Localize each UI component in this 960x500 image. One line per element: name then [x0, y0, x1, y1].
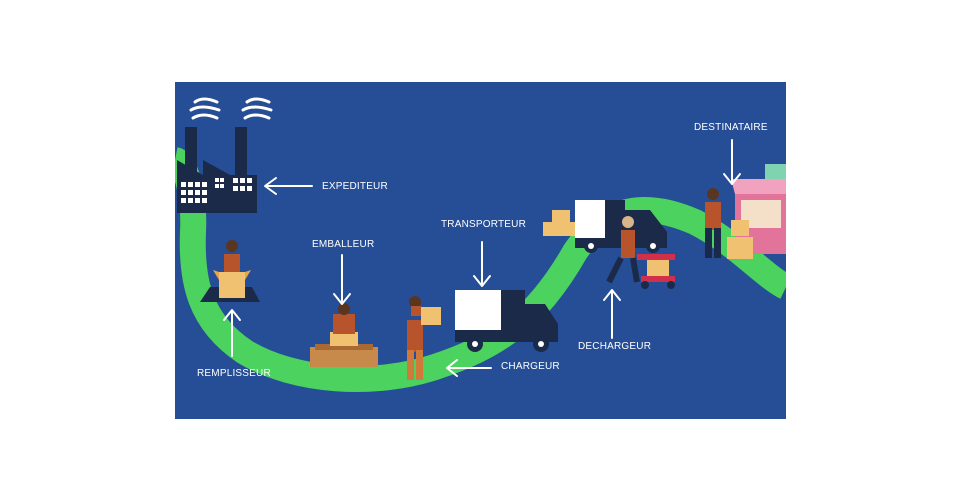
supply-chain-diagram: EXPEDITEUR EMBALLEUR TRANSPORTEUR DESTIN…	[175, 82, 786, 419]
label-transporteur: TRANSPORTEUR	[441, 219, 527, 230]
box-icon-shop	[727, 220, 753, 259]
label-remplisseur: REMPLISSEUR	[197, 368, 271, 379]
label-destinataire: DESTINATAIRE	[694, 122, 768, 133]
arrow-to-destinataire	[723, 139, 741, 185]
remplisseur-worker-icon	[200, 240, 260, 302]
arrow-to-transporteur	[473, 241, 491, 287]
label-expediteur: EXPEDITEUR	[322, 181, 388, 192]
label-dechargeur: DECHARGEUR	[578, 341, 652, 352]
emballeur-worker-icon	[310, 303, 378, 367]
arrow-to-chargeur	[446, 359, 492, 377]
hand-truck-icon	[606, 216, 675, 289]
label-emballeur: EMBALLEUR	[312, 239, 375, 250]
delivery-road	[175, 147, 786, 392]
box-icon-stack	[543, 210, 575, 236]
factory-icon	[177, 127, 257, 213]
smoke-icon	[189, 97, 273, 120]
shop-icon	[731, 164, 786, 254]
chargeur-worker-icon	[407, 296, 441, 380]
arrow-icon-group	[223, 139, 741, 377]
arrow-to-emballeur	[333, 254, 351, 305]
arrow-to-factory	[264, 177, 313, 195]
destinataire-worker-icon	[705, 188, 721, 258]
arrow-to-dechargeur	[603, 289, 621, 339]
truck-icon-loading	[455, 290, 558, 352]
arrow-to-remplisseur	[223, 309, 241, 357]
label-chargeur: CHARGEUR	[501, 361, 560, 372]
diagram-canvas	[175, 97, 786, 392]
